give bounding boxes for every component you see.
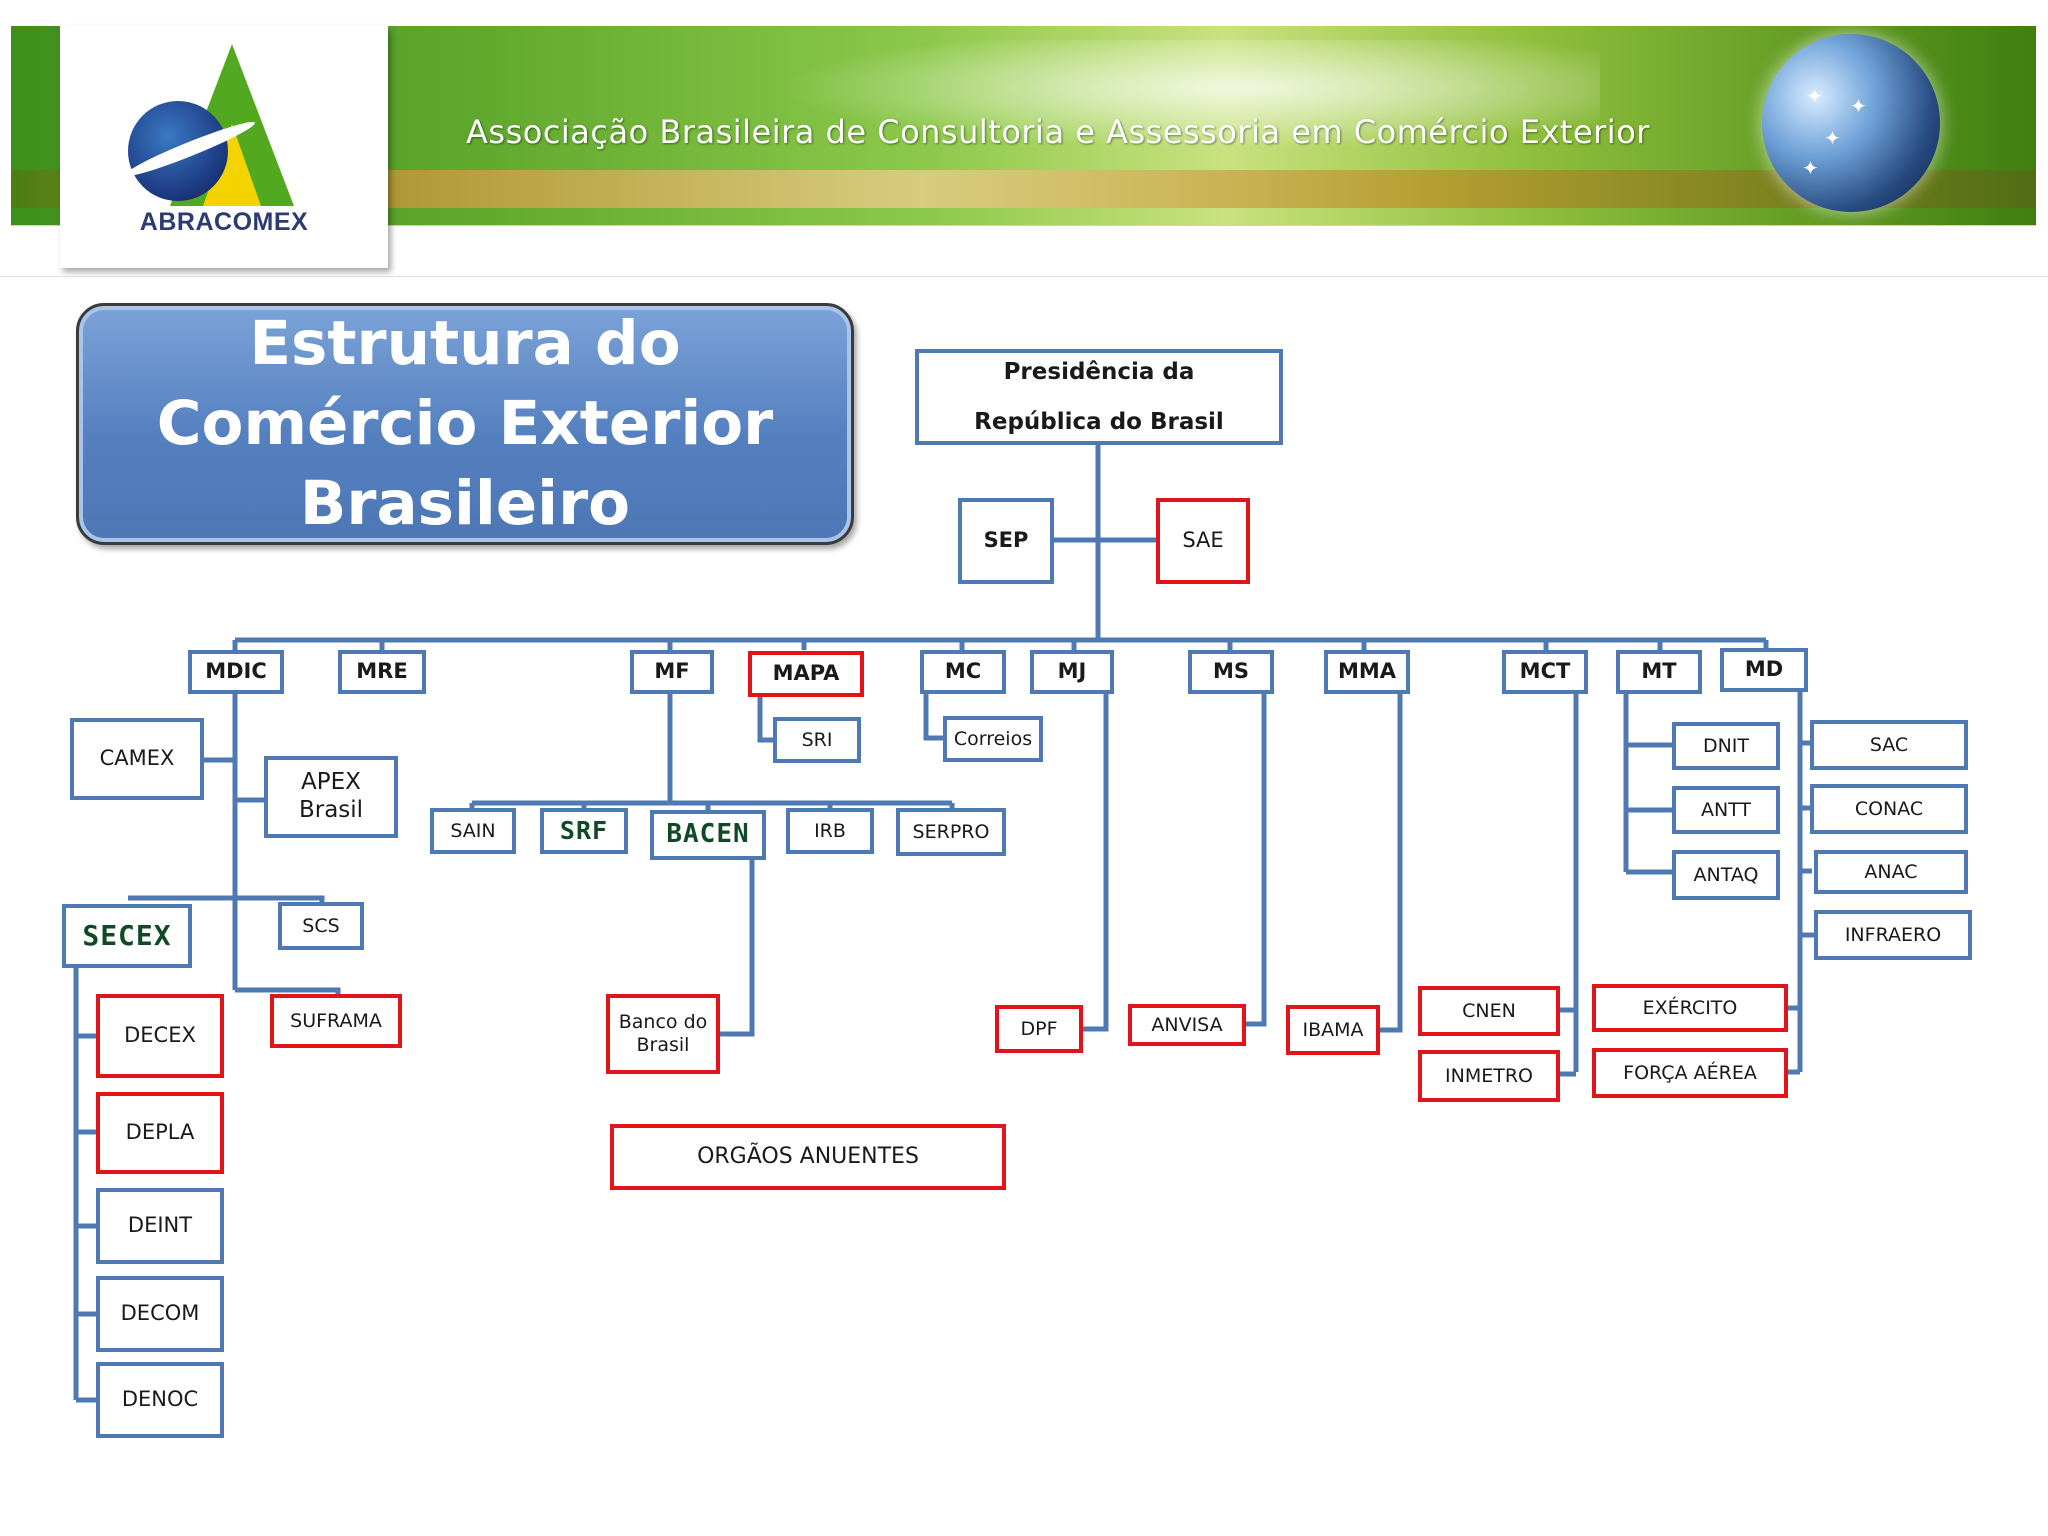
- node-camex: CAMEX: [70, 718, 204, 800]
- node-mt: MT: [1616, 650, 1702, 694]
- node-mdic: MDIC: [188, 650, 284, 694]
- node-mf: MF: [630, 650, 714, 694]
- node-inmetro: INMETRO: [1418, 1050, 1560, 1102]
- node-sain: SAIN: [430, 808, 516, 854]
- node-secex: SECEX: [62, 904, 192, 968]
- node-cnen: CNEN: [1418, 986, 1560, 1036]
- node-bacen: BACEN: [650, 810, 766, 860]
- node-decom: DECOM: [96, 1276, 224, 1352]
- node-forca-aerea: FORÇA AÉREA: [1592, 1048, 1788, 1098]
- node-antaq: ANTAQ: [1672, 850, 1780, 900]
- node-scs: SCS: [278, 902, 364, 950]
- node-mapa: MAPA: [748, 651, 864, 697]
- node-sae: SAE: [1156, 498, 1250, 584]
- node-sep: SEP: [958, 498, 1054, 584]
- node-mma: MMA: [1324, 650, 1410, 694]
- node-deint: DEINT: [96, 1188, 224, 1264]
- node-infraero: INFRAERO: [1814, 910, 1972, 960]
- globe-icon: ✦ ✦ ✦ ✦: [1762, 34, 1940, 212]
- node-suframa: SUFRAMA: [270, 994, 402, 1048]
- node-mj: MJ: [1030, 650, 1114, 694]
- node-srf: SRF: [540, 808, 628, 854]
- node-denoc: DENOC: [96, 1362, 224, 1438]
- node-conac: CONAC: [1810, 784, 1968, 834]
- page-title: Estrutura do Comércio Exterior Brasileir…: [156, 308, 774, 539]
- header-divider: [0, 276, 2048, 277]
- node-sri: SRI: [773, 717, 861, 763]
- node-anac: ANAC: [1814, 850, 1968, 894]
- node-ms: MS: [1188, 650, 1274, 694]
- node-serpro: SERPRO: [896, 808, 1006, 856]
- node-apex: APEX Brasil: [264, 756, 398, 838]
- node-correios: Correios: [943, 716, 1043, 762]
- node-mct: MCT: [1502, 650, 1588, 694]
- node-antt: ANTT: [1672, 786, 1780, 834]
- legend-orgaos-anuentes: ORGÃOS ANUENTES: [610, 1124, 1006, 1190]
- banner-highlight: [700, 40, 1600, 160]
- logo-text: ABRACOMEX: [139, 208, 309, 236]
- node-md: MD: [1720, 648, 1808, 692]
- node-mc: MC: [920, 650, 1006, 694]
- node-mre: MRE: [338, 650, 426, 694]
- node-banco-brasil: Banco do Brasil: [606, 994, 720, 1074]
- node-depla: DEPLA: [96, 1092, 224, 1174]
- node-anvisa: ANVISA: [1128, 1004, 1246, 1046]
- node-ibama: IBAMA: [1286, 1005, 1380, 1055]
- node-sac: SAC: [1810, 720, 1968, 770]
- node-dnit: DNIT: [1672, 722, 1780, 770]
- node-irb: IRB: [786, 808, 874, 854]
- node-dpf: DPF: [995, 1005, 1083, 1053]
- node-decex: DECEX: [96, 994, 224, 1078]
- title-box: Estrutura do Comércio Exterior Brasileir…: [76, 303, 854, 545]
- banner-association-name: Associação Brasileira de Consultoria e A…: [466, 113, 1650, 151]
- node-exercito: EXÉRCITO: [1592, 984, 1788, 1032]
- node-presidencia: Presidência da República do Brasil: [915, 349, 1283, 445]
